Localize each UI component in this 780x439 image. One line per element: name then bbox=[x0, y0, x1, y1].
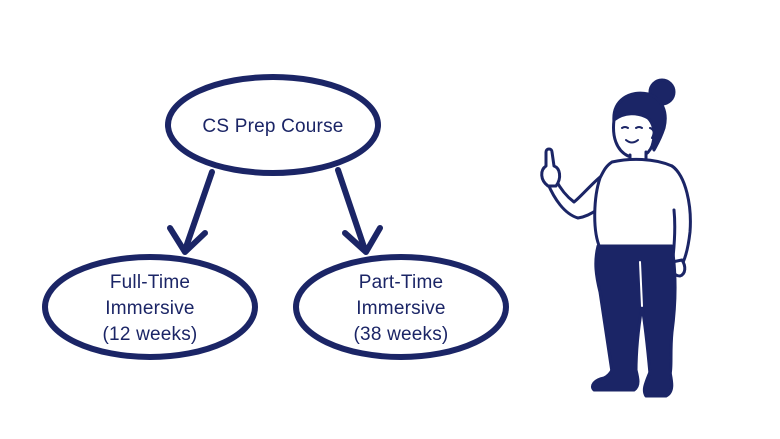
node-left-line-1: Full-Time bbox=[110, 272, 190, 293]
node-left-line-3: (12 weeks) bbox=[103, 324, 198, 345]
face bbox=[612, 112, 656, 160]
node-right-line-3: (38 weeks) bbox=[354, 324, 449, 345]
ear bbox=[649, 127, 655, 139]
node-full-time-immersive: Full-Time Immersive (12 weeks) bbox=[42, 254, 258, 360]
arrow-right-head bbox=[342, 225, 383, 255]
shoe-right bbox=[642, 370, 674, 398]
shoe-left bbox=[590, 368, 640, 392]
node-left-ellipse bbox=[42, 254, 258, 360]
arm-resting bbox=[670, 164, 692, 270]
person-pointing-up-icon bbox=[540, 78, 692, 398]
smile bbox=[625, 139, 639, 144]
eyes bbox=[621, 126, 643, 129]
trouser-seam bbox=[639, 261, 643, 307]
node-part-time-immersive: Part-Time Immersive (38 weeks) bbox=[293, 254, 509, 360]
node-right-line-2: Immersive bbox=[356, 298, 445, 319]
node-right-ellipse bbox=[293, 254, 509, 360]
node-left-line-2: Immersive bbox=[105, 298, 194, 319]
node-right-line-1: Part-Time bbox=[359, 272, 444, 293]
trousers bbox=[594, 244, 677, 376]
node-root-ellipse bbox=[165, 74, 381, 176]
arrow-left-head bbox=[167, 225, 208, 255]
arrow-to-full-time bbox=[167, 169, 215, 255]
hand-pointing bbox=[540, 147, 562, 188]
node-cs-prep-course: CS Prep Course bbox=[165, 74, 381, 176]
node-root-label: CS Prep Course bbox=[202, 116, 343, 137]
arrow-right-shaft bbox=[335, 167, 368, 253]
arrow-to-part-time bbox=[335, 167, 383, 255]
arrow-left-shaft bbox=[182, 169, 215, 253]
